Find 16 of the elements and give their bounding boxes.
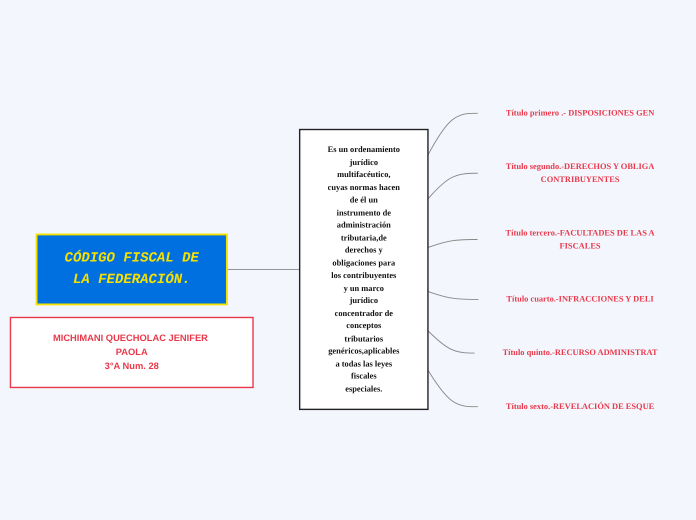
connector	[427, 370, 478, 408]
connector	[427, 239, 478, 248]
node-text: Título tercero.-FACULTADES DE LAS A FISCALES	[506, 228, 655, 250]
node-text: Título segundo.-DERECHOS Y OBLIGA CONTRIBUYENTES	[506, 162, 654, 184]
node-text: Título cuarto.-INFRACCIONES Y DELI	[506, 294, 654, 304]
node-box: MICHIMANI QUECHOLAC JENIFER PAOLA 3°A Num. 28	[10, 316, 254, 388]
node-box: Es un ordenamiento jurídico multifacéutico, cuyas normas hacen de él un instrumento de administración tributaria,de derechos y obligaciones para los contribuyentes y un marco jurídico concentrador de conceptos tributarios genéricos,aplicables a todas las leyes fiscales especiales.	[298, 128, 429, 410]
node-text: Título quinto.-RECURSO ADMINISTRAT	[502, 348, 658, 358]
connector	[427, 172, 478, 200]
connector	[427, 290, 479, 300]
connector	[427, 330, 476, 354]
connector	[427, 112, 478, 156]
node-text: Título primero .- DISPOSICIONES GEN	[506, 108, 654, 118]
node-box: CÓDIGO FISCAL DE LA FEDERACIÓN.	[36, 234, 228, 306]
node-text: Título sexto.-REVELACIÓN DE ESQUE	[506, 401, 654, 411]
connector	[226, 268, 300, 270]
